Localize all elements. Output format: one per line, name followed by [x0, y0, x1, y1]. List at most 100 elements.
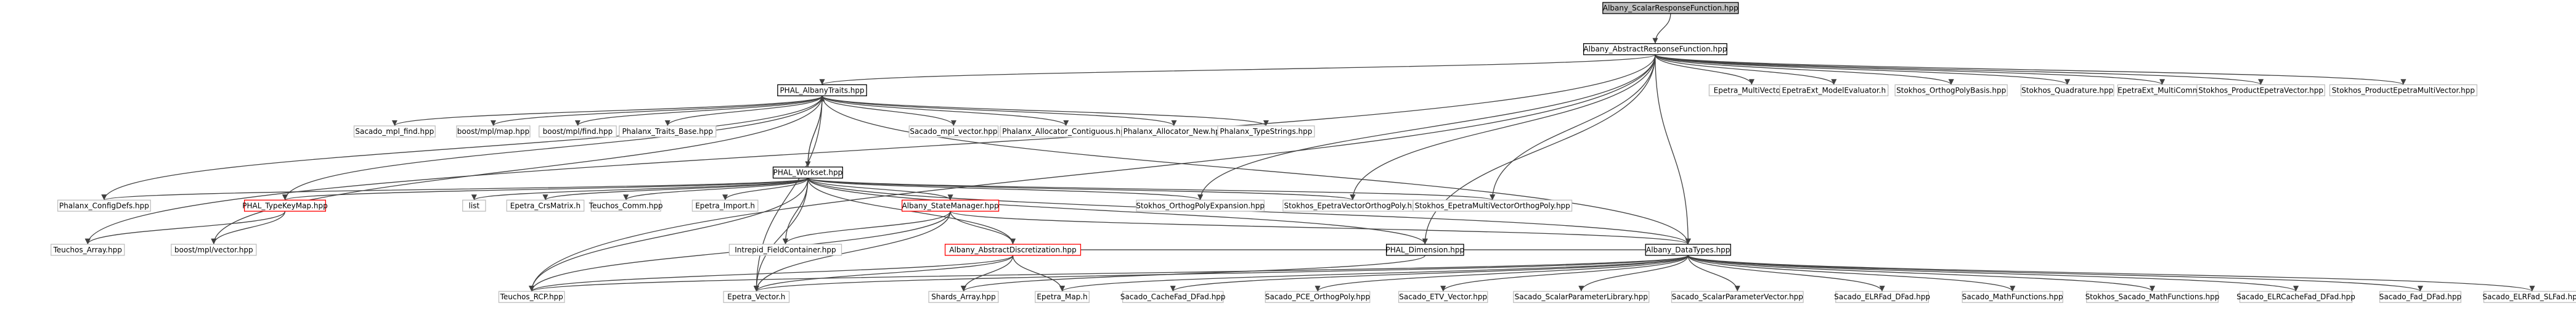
- graph-node[interactable]: Stokhos_OrthogPolyBasis.hpp: [1894, 84, 2008, 96]
- node-box: [1035, 291, 1090, 303]
- graph-node[interactable]: Albany_DataTypes.hpp: [1645, 244, 1731, 256]
- graph-node[interactable]: Sacado_Fad_DFad.hpp: [2379, 291, 2461, 303]
- edge-n25-n34: [950, 211, 1016, 244]
- node-box: [2086, 291, 2219, 303]
- graph-node[interactable]: Stokhos_OrthogPolyExpansion.hpp: [1136, 199, 1265, 212]
- node-box: [1962, 291, 2063, 303]
- graph-node[interactable]: Sacado_ETV_Vector.hpp: [1398, 291, 1488, 303]
- graph-node[interactable]: Epetra_MultiVector.h: [1708, 84, 1795, 96]
- graph-node[interactable]: Albany_StateManager.hpp: [902, 199, 1000, 212]
- node-box: [1583, 43, 1727, 56]
- graph-node[interactable]: Albany_AbstractDiscretization.hpp: [944, 244, 1082, 256]
- graph-node[interactable]: Sacado_ELRFad_SLFad.hpp: [2482, 291, 2576, 303]
- node-box: [1835, 291, 1930, 303]
- graph-node[interactable]: Sacado_ELRFad_DFad.hpp: [1834, 291, 1930, 303]
- graph-node[interactable]: EpetraExt_MultiComm.h: [2117, 84, 2207, 96]
- graph-node[interactable]: Stokhos_ProductEpetraVector.hpp: [2196, 84, 2325, 96]
- node-label: Albany_AbstractDiscretization.hpp: [949, 246, 1076, 254]
- graph-node[interactable]: Epetra_Import.h: [691, 199, 759, 212]
- edge-n1-n28: [1490, 54, 1656, 201]
- graph-node[interactable]: Phalanx_TypeStrings.hpp: [1217, 125, 1315, 138]
- node-label: Epetra_CrsMatrix.h: [510, 201, 581, 210]
- graph-node[interactable]: PHAL_TypeKeyMap.hpp: [242, 199, 328, 212]
- node-box: [1398, 291, 1488, 303]
- graph-node[interactable]: Stokhos_Quadrature.hpp: [2020, 84, 2114, 96]
- node-box: [2379, 291, 2461, 303]
- graph-node[interactable]: Stokhos_EpetraVectorOrthogPoly.hpp: [1282, 199, 1423, 212]
- node-box: [908, 125, 999, 138]
- node-box: [1513, 291, 1650, 303]
- graph-node[interactable]: Sacado_mpl_vector.hpp: [908, 125, 999, 138]
- node-box: [243, 199, 326, 212]
- graph-node[interactable]: EpetraExt_ModelEvaluator.h: [1779, 84, 1889, 96]
- graph-node[interactable]: PHAL_AlbanyTraits.hpp: [777, 84, 867, 96]
- node-label: Stokhos_ProductEpetraVector.hpp: [2198, 86, 2323, 94]
- graph-node[interactable]: Intrepid_FieldContainer.hpp: [728, 244, 842, 256]
- graph-node[interactable]: Phalanx_Traits_Base.hpp: [619, 125, 717, 138]
- edge-n1-n29: [1422, 54, 1656, 244]
- graph-node[interactable]: Stokhos_EpetraMultiVectorOrthogPoly.hpp: [1412, 199, 1573, 212]
- graph-node[interactable]: Epetra_CrsMatrix.h: [506, 199, 585, 212]
- edge-n34-n38: [1012, 255, 1066, 292]
- graph-node[interactable]: Sacado_ELRCacheFad_DFad.hpp: [2236, 291, 2355, 303]
- graph-node[interactable]: Sacado_CacheFad_DFad.hpp: [1120, 291, 1226, 303]
- graph-node[interactable]: boost/mpl/map.hpp: [456, 125, 531, 138]
- graph-node[interactable]: Sacado_MathFunctions.hpp: [1962, 291, 2063, 303]
- graph-node[interactable]: Teuchos_Comm.hpp: [589, 199, 663, 212]
- node-label: Teuchos_Comm.hpp: [589, 201, 663, 210]
- graph-node[interactable]: PHAL_Workset.hpp: [772, 166, 843, 179]
- edge-n25-n36: [753, 211, 951, 292]
- node-label: boost/mpl/map.hpp: [457, 127, 529, 136]
- edge-n18-n29: [807, 178, 1428, 244]
- graph-node[interactable]: boost/mpl/vector.hpp: [171, 244, 257, 256]
- node-label: Epetra_Vector.h: [727, 292, 785, 301]
- edge-n18-n35: [529, 178, 809, 292]
- edge-n2-n32: [211, 96, 823, 244]
- edge-n30-n42: [1578, 255, 1689, 292]
- node-box: [2483, 291, 2576, 303]
- edge-n30-n48: [1687, 255, 2423, 292]
- edge-n18-n22: [542, 178, 809, 201]
- graph-node[interactable]: list: [462, 199, 486, 212]
- graph-node[interactable]: Epetra_Vector.h: [723, 291, 790, 303]
- graph-node[interactable]: Teuchos_RCP.hpp: [498, 291, 565, 303]
- edge-n30-n39: [1170, 255, 1689, 292]
- node-box: [691, 199, 759, 212]
- node-label: EpetraExt_MultiComm.h: [2117, 86, 2207, 94]
- graph-node[interactable]: Sacado_PCE_OrthogPoly.hpp: [1265, 291, 1371, 303]
- graph-node[interactable]: Teuchos_Array.hpp: [51, 244, 125, 256]
- node-label: Stokhos_ProductEpetraMultiVector.hpp: [2332, 86, 2475, 94]
- edge-n2-n10: [392, 95, 823, 126]
- node-box: [2239, 291, 2353, 303]
- edge-n18-n25: [807, 178, 953, 201]
- graph-node[interactable]: Sacado_ScalarParameterLibrary.hpp: [1513, 291, 1650, 303]
- node-box: [928, 291, 999, 303]
- graph-node[interactable]: PHAL_Dimension.hpp: [1386, 244, 1465, 256]
- node-label: Phalanx_ConfigDefs.hpp: [59, 201, 149, 210]
- edge-n2-n20: [282, 96, 823, 201]
- graph-node[interactable]: Stokhos_ProductEpetraMultiVector.hpp: [2329, 84, 2477, 96]
- edge-n18-n23: [623, 178, 809, 201]
- graph-node[interactable]: Phalanx_Allocator_Contiguous.hpp: [1000, 125, 1133, 138]
- node-label: Phalanx_Traits_Base.hpp: [622, 127, 713, 136]
- node-label: list: [468, 201, 479, 210]
- graph-node[interactable]: Sacado_ScalarParameterVector.hpp: [1671, 291, 1804, 303]
- node-label: EpetraExt_ModelEvaluator.h: [1782, 86, 1886, 94]
- graph-node[interactable]: Sacado_mpl_find.hpp: [353, 125, 436, 138]
- node-box: [353, 125, 436, 138]
- graph-node[interactable]: Shards_Array.hpp: [928, 291, 999, 303]
- node-label: PHAL_TypeKeyMap.hpp: [242, 201, 327, 210]
- graph-node[interactable]: Epetra_Map.h: [1035, 291, 1090, 303]
- graph-node[interactable]: Stokhos_Sacado_MathFunctions.hpp: [2085, 291, 2220, 303]
- node-box: [902, 199, 1000, 212]
- graph-node[interactable]: Phalanx_Allocator_New.hpp: [1121, 125, 1227, 138]
- node-label: PHAL_Workset.hpp: [773, 168, 843, 177]
- node-label: Sacado_ELRFad_SLFad.hpp: [2482, 292, 2576, 301]
- graph-node[interactable]: boost/mpl/find.hpp: [539, 125, 617, 138]
- node-label: Stokhos_Quadrature.hpp: [2021, 86, 2113, 94]
- edge-n1-n2: [820, 54, 1656, 85]
- node-label: Sacado_Fad_DFad.hpp: [2379, 292, 2461, 301]
- graph-node[interactable]: Albany_AbstractResponseFunction.hpp: [1583, 43, 1727, 56]
- graph-node[interactable]: Phalanx_ConfigDefs.hpp: [57, 199, 151, 212]
